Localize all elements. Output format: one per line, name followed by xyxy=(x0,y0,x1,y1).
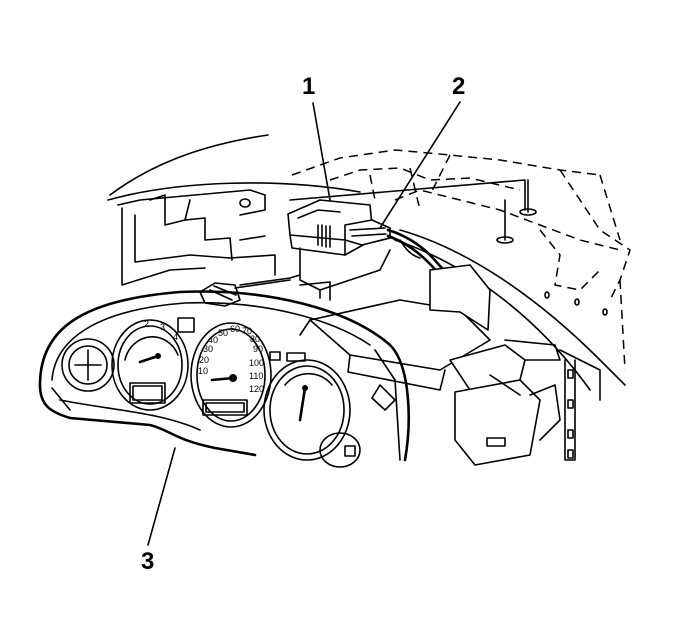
indicator-windows xyxy=(177,317,306,362)
speedo-label-70: 70 xyxy=(242,326,252,336)
speedo-label-60: 60 xyxy=(230,324,240,334)
temperature-gauge xyxy=(263,359,351,461)
speedo-label-80: 80 xyxy=(250,334,260,344)
mounting-holes xyxy=(496,179,608,316)
leader-line-1 xyxy=(312,102,331,201)
tach-label-4: 4 xyxy=(173,332,178,342)
module xyxy=(287,199,391,299)
speedo-label-90: 90 xyxy=(253,344,263,354)
speedo-label-40: 40 xyxy=(208,335,218,345)
tachometer-gauge: 2 3 4 xyxy=(111,319,189,411)
leader-line-3 xyxy=(147,447,176,546)
callout-3: 3 xyxy=(141,548,155,575)
harness-behind-cluster xyxy=(199,279,291,307)
speedo-label-110: 110 xyxy=(249,371,263,381)
small-lower-gauge xyxy=(319,432,361,468)
speedo-label-120: 120 xyxy=(249,384,264,394)
dash-carrier xyxy=(117,189,331,301)
instrument-cluster: 2 3 4 10 20 30 40 50 60 70 80 90 100 110… xyxy=(38,290,410,468)
callout-1: 1 xyxy=(302,73,316,100)
speedometer-gauge: 10 20 30 40 50 60 70 80 90 100 110 120 xyxy=(190,322,272,428)
dash-support xyxy=(289,179,626,461)
speedo-label-20: 20 xyxy=(199,355,209,365)
callout-2: 2 xyxy=(452,73,466,100)
windshield-line xyxy=(107,134,361,201)
speedo-label-10: 10 xyxy=(198,366,208,376)
leader-lines xyxy=(147,101,461,546)
fuel-gauge xyxy=(61,338,115,392)
speedo-label-50: 50 xyxy=(218,328,228,338)
dashed-background-structure xyxy=(291,149,631,371)
leader-line-2 xyxy=(379,101,461,229)
module-ribs xyxy=(317,224,331,248)
speedo-label-100: 100 xyxy=(249,358,264,368)
speedo-label-30: 30 xyxy=(203,344,213,354)
tach-label-3: 3 xyxy=(160,322,165,332)
lower-panel xyxy=(299,264,561,466)
tach-label-2: 2 xyxy=(144,319,149,329)
